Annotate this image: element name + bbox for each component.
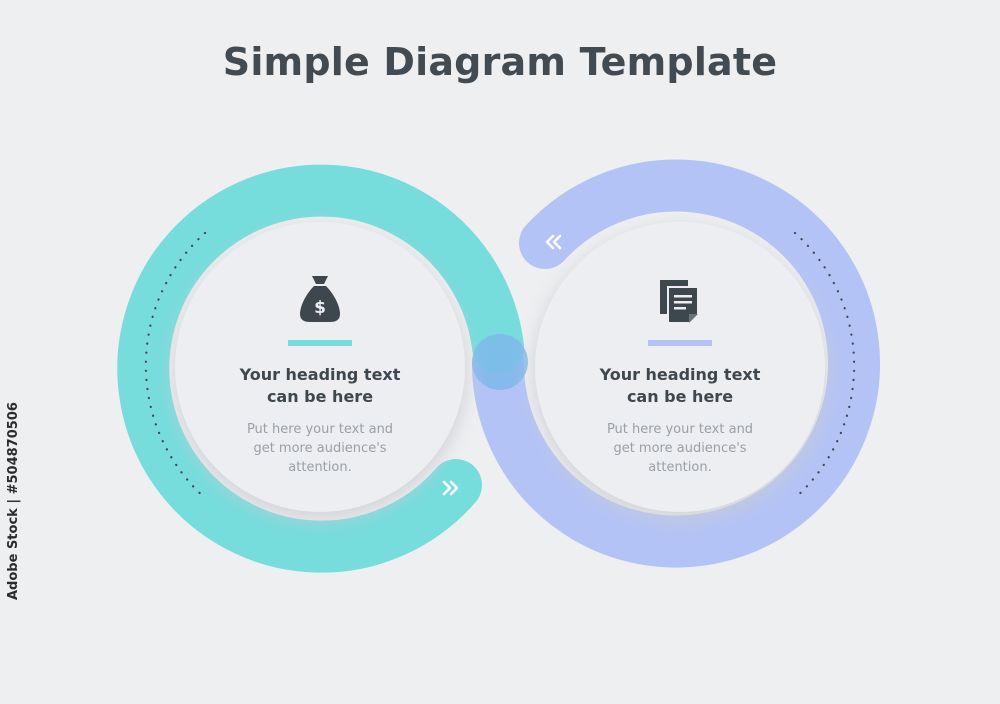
left-card: $ Your heading text can be here Put here… (210, 268, 430, 477)
overlap-joint (472, 334, 528, 390)
right-accent-bar (648, 340, 712, 346)
left-body-text: Put here your text and get more audience… (246, 422, 394, 475)
right-card: Your heading text can be here Put here y… (570, 268, 790, 477)
right-body-text: Put here your text and get more audience… (606, 422, 754, 475)
right-chevrons-icon (545, 234, 562, 250)
right-ring (472, 159, 880, 568)
documents-icon (570, 268, 790, 324)
left-inner-circle (175, 222, 465, 512)
right-heading: Your heading text can be here (599, 365, 761, 406)
left-ring (117, 164, 524, 573)
money-bag-icon: $ (210, 268, 430, 324)
page-title: Simple Diagram Template (222, 40, 778, 84)
right-inner-circle (535, 222, 825, 512)
left-accent-bar (288, 340, 352, 346)
left-heading: Your heading text can be here (239, 365, 401, 406)
svg-text:$: $ (314, 298, 326, 318)
stock-id-label: Adobe Stock | #504870506 (6, 402, 21, 600)
left-chevrons-icon (442, 480, 459, 496)
